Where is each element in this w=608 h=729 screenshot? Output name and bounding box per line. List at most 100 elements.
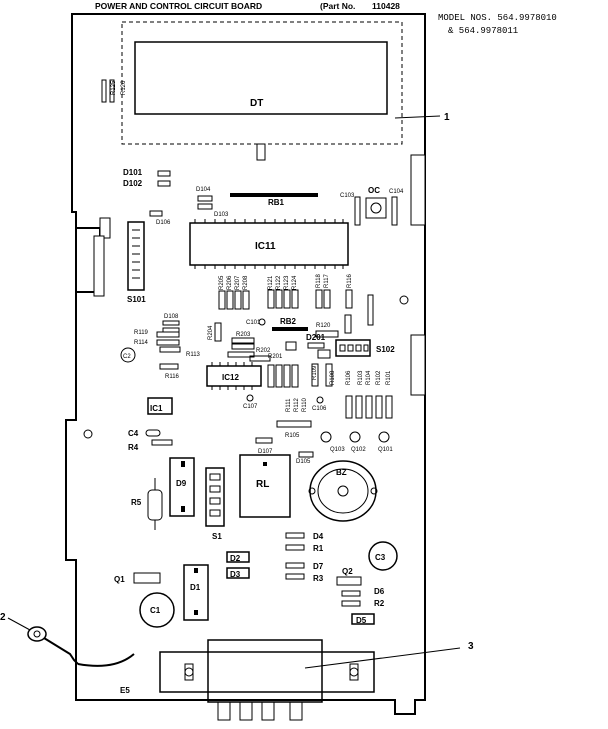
r125-label: R125 <box>111 80 117 95</box>
d6 <box>341 590 361 597</box>
s1-pins <box>209 473 221 517</box>
r207-label: R207 <box>235 275 241 290</box>
q101-label: Q101 <box>378 447 393 453</box>
c103-label: C103 <box>340 193 355 199</box>
ic1-label: IC1 <box>150 404 163 413</box>
ground-lug <box>27 626 135 667</box>
ic11 <box>189 222 349 266</box>
d9-tab-2 <box>181 506 185 512</box>
d108 <box>162 320 180 326</box>
rb2-label: RB2 <box>280 317 297 326</box>
q1-label: Q1 <box>114 575 125 584</box>
r114b <box>159 346 181 353</box>
d103 <box>197 203 213 210</box>
r2-label: R2 <box>374 599 385 608</box>
s101-label: S101 <box>127 295 146 304</box>
d1-label: D1 <box>190 583 201 592</box>
r113-label: R113 <box>186 352 201 358</box>
c102 <box>367 294 374 326</box>
r112-label: R112 <box>294 397 300 412</box>
c4 <box>145 429 161 437</box>
ic12-pins <box>211 362 253 390</box>
d104 <box>197 195 213 202</box>
bz-buzzer <box>308 460 378 522</box>
r3 <box>285 573 305 580</box>
r124-label: R124 <box>292 275 298 290</box>
d105 <box>149 210 163 217</box>
c1-label: C1 <box>150 606 161 615</box>
diagram-title: POWER AND CONTROL CIRCUIT BOARD <box>95 1 262 11</box>
c104 <box>391 196 398 226</box>
dt-display-inner <box>134 41 388 115</box>
r103 <box>355 395 363 419</box>
r1-label: R1 <box>313 544 324 553</box>
r5 <box>147 489 163 521</box>
d3 <box>226 567 250 579</box>
r202 <box>227 351 255 358</box>
c2-label: C2 <box>123 354 131 360</box>
d2-label: D2 <box>230 554 241 563</box>
r110-label: R110 <box>302 397 308 412</box>
c-small-1 <box>285 341 297 351</box>
board-notch-left-mid <box>93 235 105 297</box>
r111-label: R111 <box>286 398 292 412</box>
d201-label: D201 <box>306 333 326 342</box>
r3-label: R3 <box>313 574 324 583</box>
r105 <box>276 420 312 428</box>
r102 <box>375 395 383 419</box>
rb1 <box>230 193 318 197</box>
r122 <box>275 289 283 309</box>
dt-display-outer <box>121 21 403 145</box>
r116b-label: R116 <box>347 273 353 288</box>
r207 <box>234 290 242 310</box>
d105-label: D106 <box>156 220 171 226</box>
d4 <box>285 532 305 539</box>
r120 <box>315 330 339 338</box>
d3-label: D3 <box>230 570 241 579</box>
q102 <box>349 431 361 443</box>
r-cluster-1 <box>267 364 275 388</box>
ic12 <box>206 365 262 387</box>
d102-label: D102 <box>123 179 143 188</box>
r116-label: R116 <box>165 374 180 380</box>
part-no-label: (Part No. <box>320 1 355 11</box>
r204 <box>214 322 222 342</box>
r1 <box>285 544 305 551</box>
r116 <box>159 363 179 370</box>
d1-tab-1 <box>194 568 198 573</box>
r103-label: R103 <box>358 370 364 385</box>
c201 <box>344 314 352 334</box>
ic11-pins-top <box>194 219 344 223</box>
r126-label: R126 <box>121 80 127 95</box>
r120-label: R120 <box>316 323 331 329</box>
r109 <box>311 363 319 387</box>
rb2 <box>272 327 308 331</box>
d7 <box>285 562 305 569</box>
r122-label: R122 <box>276 275 282 290</box>
callout-3-label: 3 <box>468 641 474 652</box>
r4 <box>151 439 173 446</box>
c3-label: C3 <box>375 553 386 562</box>
oc-knob <box>370 202 382 214</box>
c107 <box>246 394 254 402</box>
q102-label: Q102 <box>351 447 366 453</box>
c1 <box>139 592 175 628</box>
board-notch-right-top <box>410 154 426 226</box>
r205 <box>218 290 226 310</box>
oc-label: OC <box>368 186 380 195</box>
r105-label: R105 <box>285 433 300 439</box>
r-cluster-2 <box>275 364 283 388</box>
d101 <box>157 170 171 177</box>
d2 <box>226 551 250 563</box>
ic11-pins-bottom <box>194 265 344 269</box>
callout-1-arrow <box>394 115 441 119</box>
rl-relay <box>239 454 291 518</box>
d6-label: D6 <box>374 587 385 596</box>
r104 <box>365 395 373 419</box>
d102 <box>157 180 171 187</box>
r201-label: R201 <box>268 354 283 360</box>
d9-label: D9 <box>176 479 187 488</box>
r204-label: R204 <box>208 325 214 340</box>
r206 <box>226 290 234 310</box>
c104-label: C104 <box>389 189 404 195</box>
